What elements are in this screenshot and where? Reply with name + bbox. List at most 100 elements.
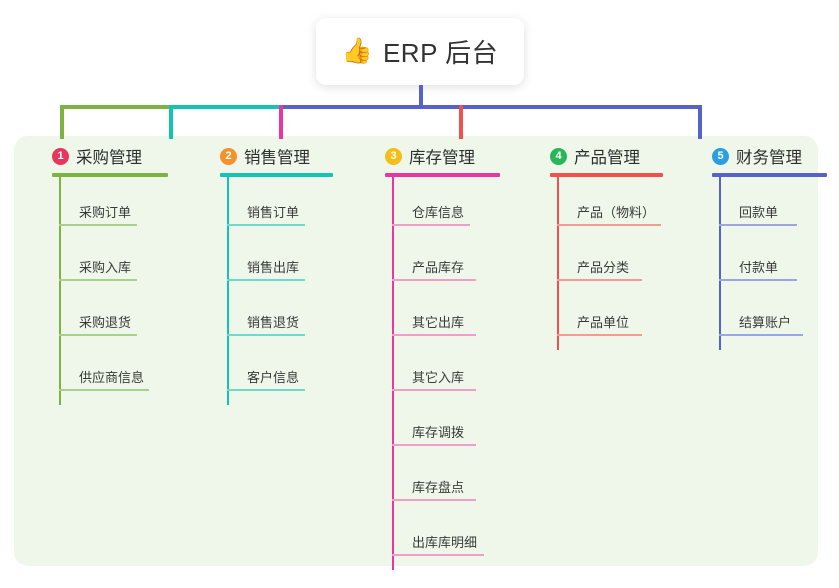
leaf-list-purchase: 采购订单采购入库采购退货供应商信息	[59, 177, 168, 405]
leaf-item-label: 回款单	[739, 205, 779, 220]
column-title: 库存管理	[409, 149, 475, 167]
column-title: 财务管理	[736, 149, 802, 167]
column-header-sales[interactable]: 2 销售管理	[198, 145, 333, 167]
column-title: 采购管理	[76, 149, 142, 167]
stub-finance	[698, 105, 702, 139]
column-inventory: 3 库存管理仓库信息产品库存其它出库其它入库库存调拨库存盘点出库库明细	[363, 145, 500, 570]
leaf-item[interactable]: 采购订单	[59, 177, 168, 232]
column-header-product[interactable]: 4 产品管理	[528, 145, 663, 167]
root-node-label: ERP 后台	[382, 38, 499, 68]
leaf-item-label: 采购订单	[79, 205, 132, 220]
leaf-list-product: 产品（物料） 产品分类产品单位	[557, 177, 663, 350]
leaf-item-rule	[392, 444, 476, 446]
leaf-item-label: 产品库存	[412, 260, 465, 275]
leaf-item[interactable]: 销售退货	[227, 287, 333, 342]
thumbs-up-icon: 👍	[341, 37, 373, 65]
leaf-item-label: 销售退货	[247, 315, 300, 330]
leaf-item[interactable]: 客户信息	[227, 342, 333, 397]
leaf-item[interactable]: 出库库明细	[392, 507, 500, 562]
column-purchase: 1 采购管理采购订单采购入库采购退货供应商信息	[30, 145, 168, 405]
leaf-item[interactable]: 产品单位	[557, 287, 663, 342]
leaf-item[interactable]: 采购退货	[59, 287, 168, 342]
leaf-item-label: 采购入库	[79, 260, 132, 275]
column-title: 销售管理	[244, 149, 310, 167]
leaf-item[interactable]: 供应商信息	[59, 342, 168, 397]
leaf-list-inventory: 仓库信息产品库存其它出库其它入库库存调拨库存盘点出库库明细	[392, 177, 500, 570]
leaf-item[interactable]: 库存调拨	[392, 397, 500, 452]
leaf-item-label: 结算账户	[739, 315, 792, 330]
stub-sales	[169, 105, 173, 139]
leaf-item[interactable]: 产品库存	[392, 232, 500, 287]
stub-inventory	[279, 105, 283, 139]
leaf-item-rule	[59, 389, 149, 391]
stub-product	[459, 105, 463, 139]
column-header-inventory[interactable]: 3 库存管理	[363, 145, 500, 167]
leaf-item-rule	[392, 279, 476, 281]
column-product: 4 产品管理产品（物料） 产品分类产品单位	[528, 145, 663, 350]
leaf-item-label: 产品分类	[577, 260, 630, 275]
column-title: 产品管理	[574, 149, 640, 167]
column-header-finance[interactable]: 5 财务管理	[690, 145, 827, 167]
column-header-purchase[interactable]: 1 采购管理	[30, 145, 168, 167]
badge-number-icon: 5	[712, 147, 729, 165]
column-spine	[227, 177, 229, 405]
root-connector-stem	[419, 85, 423, 109]
leaf-item-rule	[59, 279, 137, 281]
leaf-item-label: 采购退货	[79, 315, 132, 330]
leaf-item-rule	[227, 224, 305, 226]
bus-segment-green	[60, 105, 169, 109]
leaf-item-label: 供应商信息	[79, 370, 145, 385]
badge-number-icon: 3	[385, 147, 402, 165]
bus-segment-blue	[279, 105, 702, 109]
column-spine	[557, 177, 559, 350]
leaf-item[interactable]: 结算账户	[719, 287, 827, 342]
leaf-item[interactable]: 仓库信息	[392, 177, 500, 232]
leaf-item-rule	[557, 334, 642, 336]
leaf-item-label: 销售出库	[247, 260, 300, 275]
leaf-item-rule	[227, 279, 305, 281]
bus-segment-teal	[169, 105, 279, 109]
leaf-item[interactable]: 付款单	[719, 232, 827, 287]
leaf-item-rule	[719, 279, 797, 281]
leaf-item-rule	[227, 389, 305, 391]
column-header-rule	[712, 173, 827, 177]
stub-purchase	[60, 105, 64, 139]
leaf-item-rule	[59, 334, 137, 336]
leaf-item-rule	[227, 334, 305, 336]
leaf-item-rule	[392, 499, 476, 501]
leaf-item-label: 库存调拨	[412, 425, 465, 440]
leaf-item-label: 客户信息	[247, 370, 300, 385]
badge-number-icon: 4	[550, 147, 567, 165]
leaf-item-rule	[392, 334, 476, 336]
column-header-rule	[385, 173, 500, 177]
column-finance: 5 财务管理回款单付款单结算账户	[690, 145, 827, 350]
leaf-item[interactable]: 产品（物料）	[557, 177, 663, 232]
diagram-panel	[14, 136, 818, 566]
column-spine	[392, 177, 394, 570]
column-header-rule	[220, 173, 333, 177]
column-header-rule	[52, 173, 168, 177]
leaf-item-label: 其它入库	[412, 370, 465, 385]
leaf-item-label: 付款单	[739, 260, 779, 275]
leaf-item[interactable]: 销售订单	[227, 177, 333, 232]
root-node[interactable]: 👍 ERP 后台	[316, 18, 524, 85]
leaf-item[interactable]: 采购入库	[59, 232, 168, 287]
leaf-item-label: 仓库信息	[412, 205, 465, 220]
leaf-item-rule	[392, 554, 484, 556]
leaf-item-rule	[557, 279, 642, 281]
leaf-item[interactable]: 产品分类	[557, 232, 663, 287]
badge-number-icon: 2	[220, 147, 237, 165]
leaf-item[interactable]: 销售出库	[227, 232, 333, 287]
leaf-item[interactable]: 回款单	[719, 177, 827, 232]
leaf-item[interactable]: 库存盘点	[392, 452, 500, 507]
leaf-item-label: 销售订单	[247, 205, 300, 220]
leaf-item[interactable]: 其它入库	[392, 342, 500, 397]
leaf-item[interactable]: 其它出库	[392, 287, 500, 342]
leaf-item-label: 出库库明细	[412, 535, 478, 550]
leaf-item-rule	[392, 224, 470, 226]
leaf-item-rule	[392, 389, 476, 391]
leaf-item-rule	[557, 224, 661, 226]
leaf-item-rule	[719, 334, 803, 336]
badge-number-icon: 1	[52, 147, 69, 165]
leaf-list-finance: 回款单付款单结算账户	[719, 177, 827, 350]
